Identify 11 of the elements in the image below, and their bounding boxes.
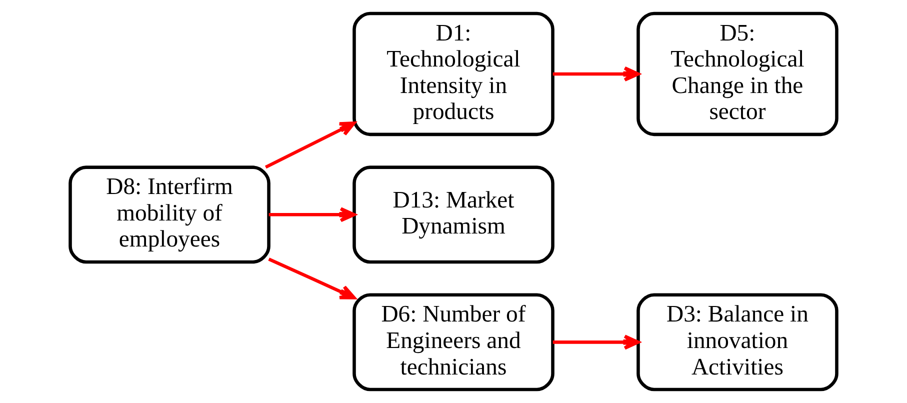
node-box: D3: Balance in innovation Activities — [636, 293, 838, 392]
node-box: D8: Interfirm mobility of employees — [68, 166, 270, 264]
arrow — [552, 66, 640, 82]
arrow — [268, 258, 356, 300]
node-box: D5: Technological Change in the sector — [636, 12, 838, 136]
arrow — [264, 121, 356, 169]
node-box: D13: Market Dynamism — [352, 166, 554, 264]
arrow — [552, 334, 640, 350]
node-box: D1: Technological Intensity in products — [352, 12, 554, 136]
node-box: D6: Number of Engineers and technicians — [352, 293, 554, 392]
arrow — [268, 207, 356, 222]
